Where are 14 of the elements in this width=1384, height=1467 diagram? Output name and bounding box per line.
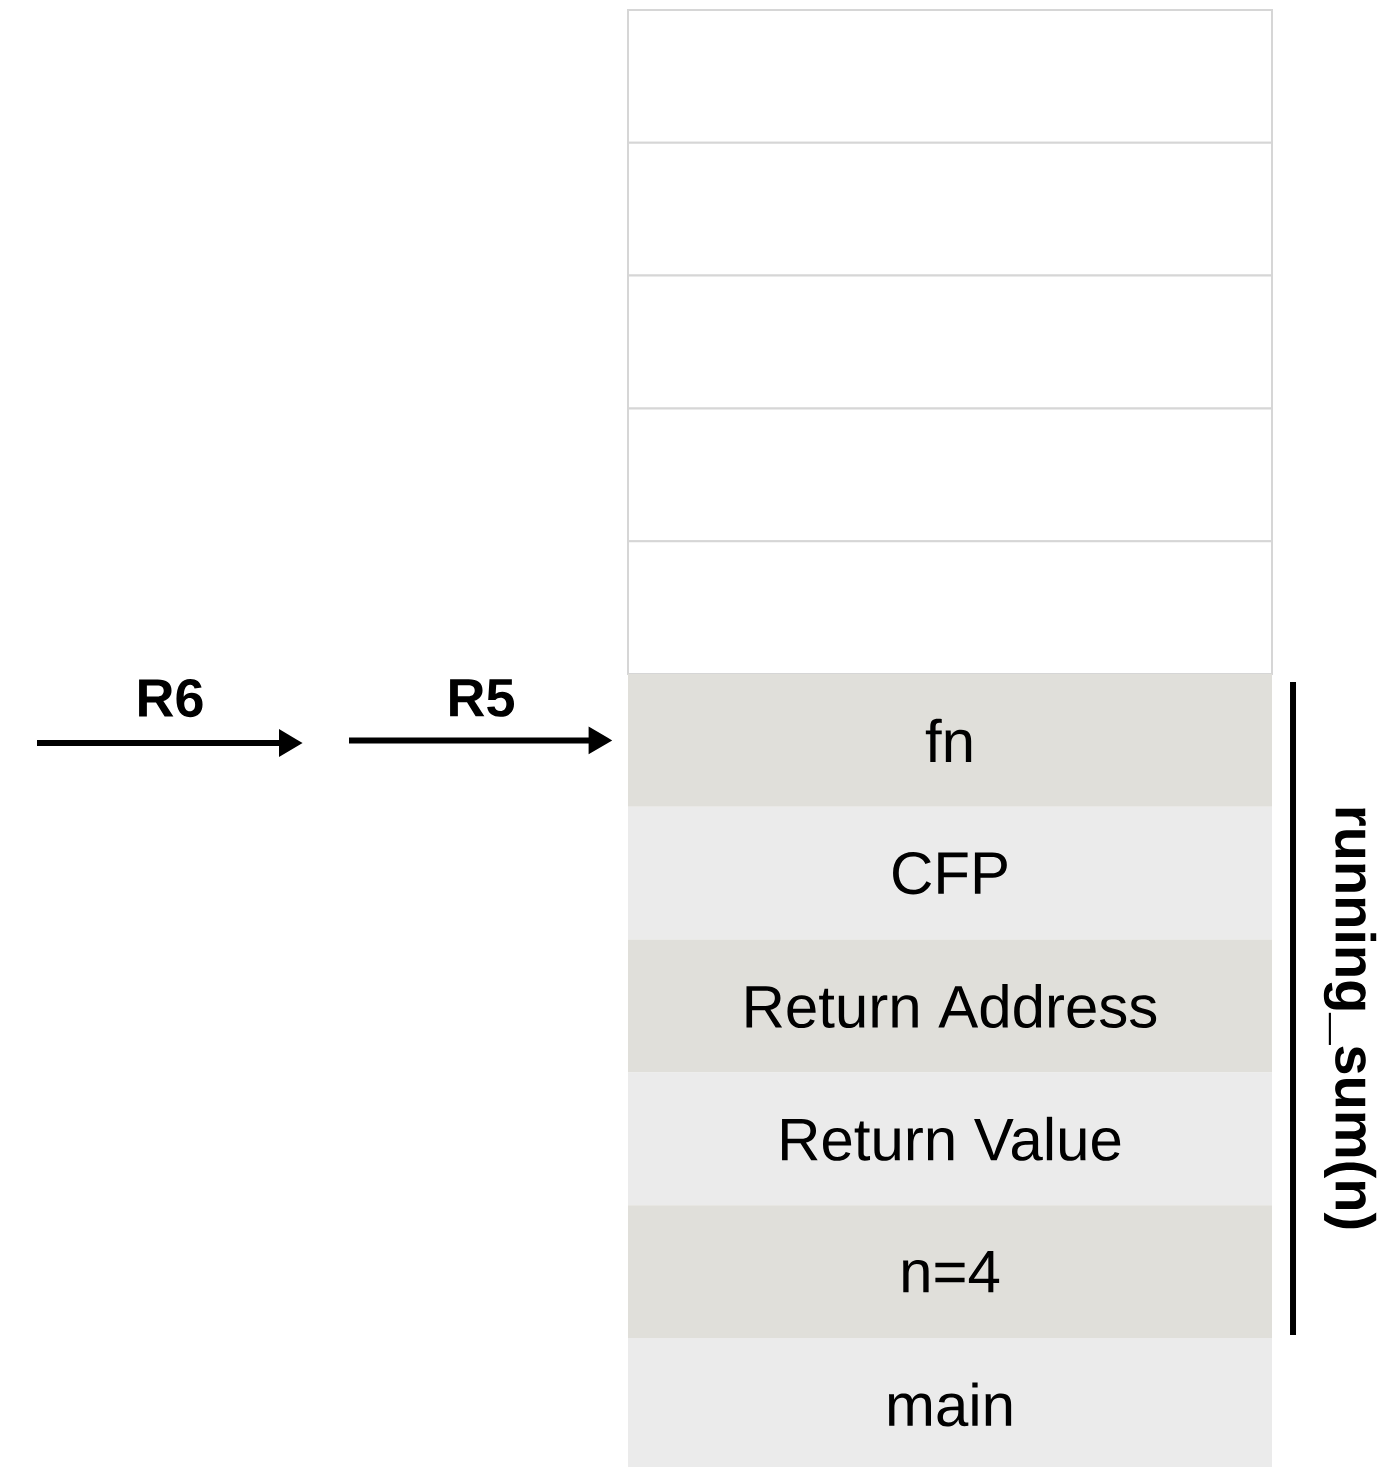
edge-label: R5 xyxy=(450,679,514,717)
empty-stack-cell xyxy=(627,9,1273,144)
stack-cell: n=4 xyxy=(628,1205,1272,1338)
stack-cell: fn xyxy=(628,674,1272,807)
stack-cell: CFP xyxy=(628,806,1272,940)
empty-stack-cell xyxy=(627,274,1273,410)
stack-cell: Return Value xyxy=(628,1072,1272,1206)
stack-cell: main xyxy=(628,1338,1272,1467)
stack-cell: Return Address xyxy=(628,939,1272,1073)
empty-stack-cell xyxy=(627,141,1273,277)
empty-stack-cell xyxy=(627,540,1273,675)
empty-stack-cell xyxy=(627,407,1273,543)
register-label: R6 xyxy=(139,678,203,718)
frame-label: running_sum(n) xyxy=(1323,808,1377,1229)
